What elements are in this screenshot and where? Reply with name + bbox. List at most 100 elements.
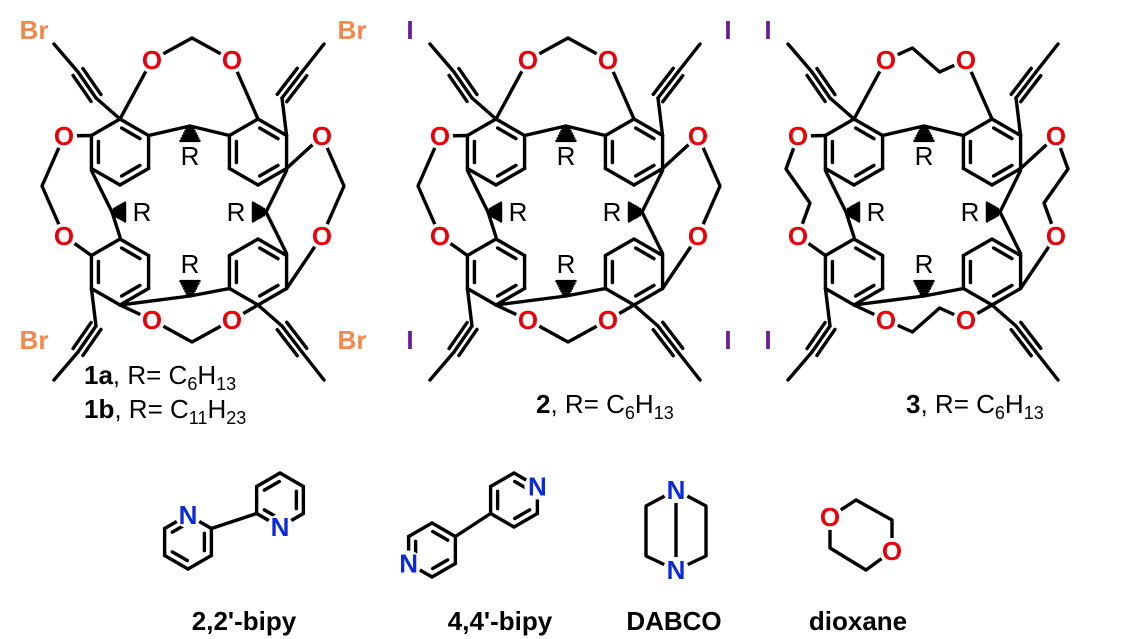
compound-2-oxygen: O <box>598 305 618 335</box>
compound-1-alkyne <box>81 327 103 358</box>
compound-1-aryl-ring-double-bond <box>257 246 280 261</box>
compound-2-alkyne <box>661 73 685 104</box>
compound-3-bridge <box>998 168 1023 214</box>
compound-2-aryl-ring-bond <box>494 237 527 258</box>
atom-backdrop <box>663 477 689 503</box>
compound-3-alkyne <box>815 327 837 358</box>
compound-3-aryl-ring-bond <box>852 286 885 307</box>
compound-1-aryl-ring-bond <box>89 166 122 187</box>
compound-1-halogen: Br <box>20 325 49 355</box>
compound-1-aryl-alkyne-bond <box>94 96 122 121</box>
bipy44-ring-left-double-bond <box>431 529 450 542</box>
compound-2-aryl-ring-bond <box>465 286 498 307</box>
compound-1-alkyne <box>280 70 304 100</box>
compound-1-o-ch2-o-top <box>150 36 234 62</box>
bipy22-nitrogen-left: N <box>179 500 198 530</box>
compound-3-alkyne <box>810 70 832 100</box>
compound-3-r-left: R <box>867 197 886 227</box>
compound-1-alkyne <box>275 66 299 97</box>
compound-1-alkyne <box>76 70 98 100</box>
compound-3-o-ch2-o-right <box>1042 134 1070 238</box>
compound-3-bridge <box>922 124 966 138</box>
compound-1-bridge <box>188 124 232 138</box>
bipy22-ring-left-double-bond <box>170 550 189 563</box>
bipy44-ring-left-double-bond <box>431 558 450 571</box>
compound-2-o-ch2-o-top <box>526 36 610 62</box>
atom-backdrop <box>595 47 621 73</box>
atom-backdrop <box>873 47 899 73</box>
bipy44-biaryl-bond <box>453 511 493 539</box>
compound-3-alkyne-tail <box>786 42 814 74</box>
label-dioxane: dioxane <box>809 606 907 636</box>
compound-3-aryl-ring-double-bond <box>991 126 1014 141</box>
compound-3-aryl-alkyne-bond <box>828 96 856 121</box>
compound-1-alkyne <box>76 324 98 354</box>
compound-2-aryl-ring-bond <box>494 166 527 187</box>
compound-2-aryl-ring-bond <box>465 166 498 187</box>
atom-backdrop <box>267 514 293 540</box>
compound-3-bridge <box>852 294 926 307</box>
compound-3-aryl-ring-bond <box>852 117 885 138</box>
atom-backdrop <box>427 223 453 249</box>
compound-3-oxygen: O <box>876 305 896 335</box>
compound-1-aryl-ring-bond <box>89 237 122 258</box>
dabco-nitrogen-bottom: N <box>667 555 686 585</box>
bipy22-biaryl-bond <box>209 511 259 531</box>
dabco-bridge-right <box>674 488 708 572</box>
compound-1-oxygen: O <box>222 45 242 75</box>
atom-backdrop <box>309 223 335 249</box>
compound-2-aryl-ring-double-bond <box>633 283 656 298</box>
compound-3-oxygen: O <box>788 121 808 151</box>
compound-2-alkyne <box>452 324 474 354</box>
compound-3-aryl-ring-bond <box>823 166 856 187</box>
compound-3-alkyne <box>805 73 827 104</box>
compound-1-aryl-ring-bond <box>256 237 289 258</box>
atom-backdrop <box>524 473 551 500</box>
compound-3-aryl-ring-double-bond <box>853 246 876 261</box>
caption-1b: 1b, R= C11H23 <box>84 394 246 428</box>
compound-1-r-left: R <box>133 197 152 227</box>
compound-2-aryl-ring-bond <box>465 117 498 138</box>
compound-2-alkyne <box>651 327 675 358</box>
compound-1-bridge <box>264 210 289 256</box>
compound-3-aryl-ring-bond <box>961 286 994 307</box>
compound-3-aryl-ring-bond <box>961 237 994 258</box>
compound-3-bridge <box>823 168 848 214</box>
compound-2-r-bottom: R <box>557 249 576 279</box>
compound-1-bridge <box>146 124 192 138</box>
compound-2-alkyne <box>447 320 469 351</box>
compound-3-alkyne-tail <box>786 350 814 382</box>
compound-1-aryl-ring-bond <box>227 237 260 258</box>
compound-1-alkyne <box>71 320 93 351</box>
compound-2-alkyne-tail <box>676 42 702 74</box>
compound-1-aryl-ring-bond <box>118 117 151 138</box>
compound-3-aryl-ring-double-bond <box>853 283 876 298</box>
compound-2-alkyne <box>656 324 680 354</box>
compound-2-alkyne-tail <box>676 350 702 382</box>
compound-3-aryl-ring-double-bond <box>991 283 1014 298</box>
atom-backdrop <box>139 307 165 333</box>
bipy22-ring-left-bond <box>186 553 214 571</box>
compound-2-alkyne-tail <box>428 350 456 382</box>
compound-3-aryl-ring-bond <box>823 117 856 138</box>
compound-2-alkyne <box>661 320 685 351</box>
atom-backdrop <box>175 502 201 528</box>
compound-3-aryl-ring-bond <box>990 237 1023 258</box>
compound-2-r-top: R <box>557 141 576 171</box>
bipy44-ring-left-bond <box>406 521 434 539</box>
compound-2-oxygen: O <box>518 45 538 75</box>
compound-1-alkyne-tail <box>300 350 326 382</box>
bipy44-nitrogen-right: N <box>528 472 547 502</box>
compound-3-alkyne <box>805 320 827 351</box>
compound-2-oxygen: O <box>688 121 708 151</box>
compound-2-alkyne <box>457 66 479 97</box>
compound-3-alkyne-tail <box>1034 350 1060 382</box>
compound-1-aryl-ring-bond <box>227 117 260 138</box>
compound-2-oxygen: O <box>430 221 450 251</box>
atom-backdrop <box>219 307 245 333</box>
dioxane-oxygen-top: O <box>820 502 840 532</box>
compound-2-aryl-ring-bond <box>465 237 498 258</box>
compound-1-r-top: R <box>181 141 200 171</box>
compound-2-alkyne-tail <box>428 42 456 74</box>
compound-2-alkyne <box>457 327 479 358</box>
